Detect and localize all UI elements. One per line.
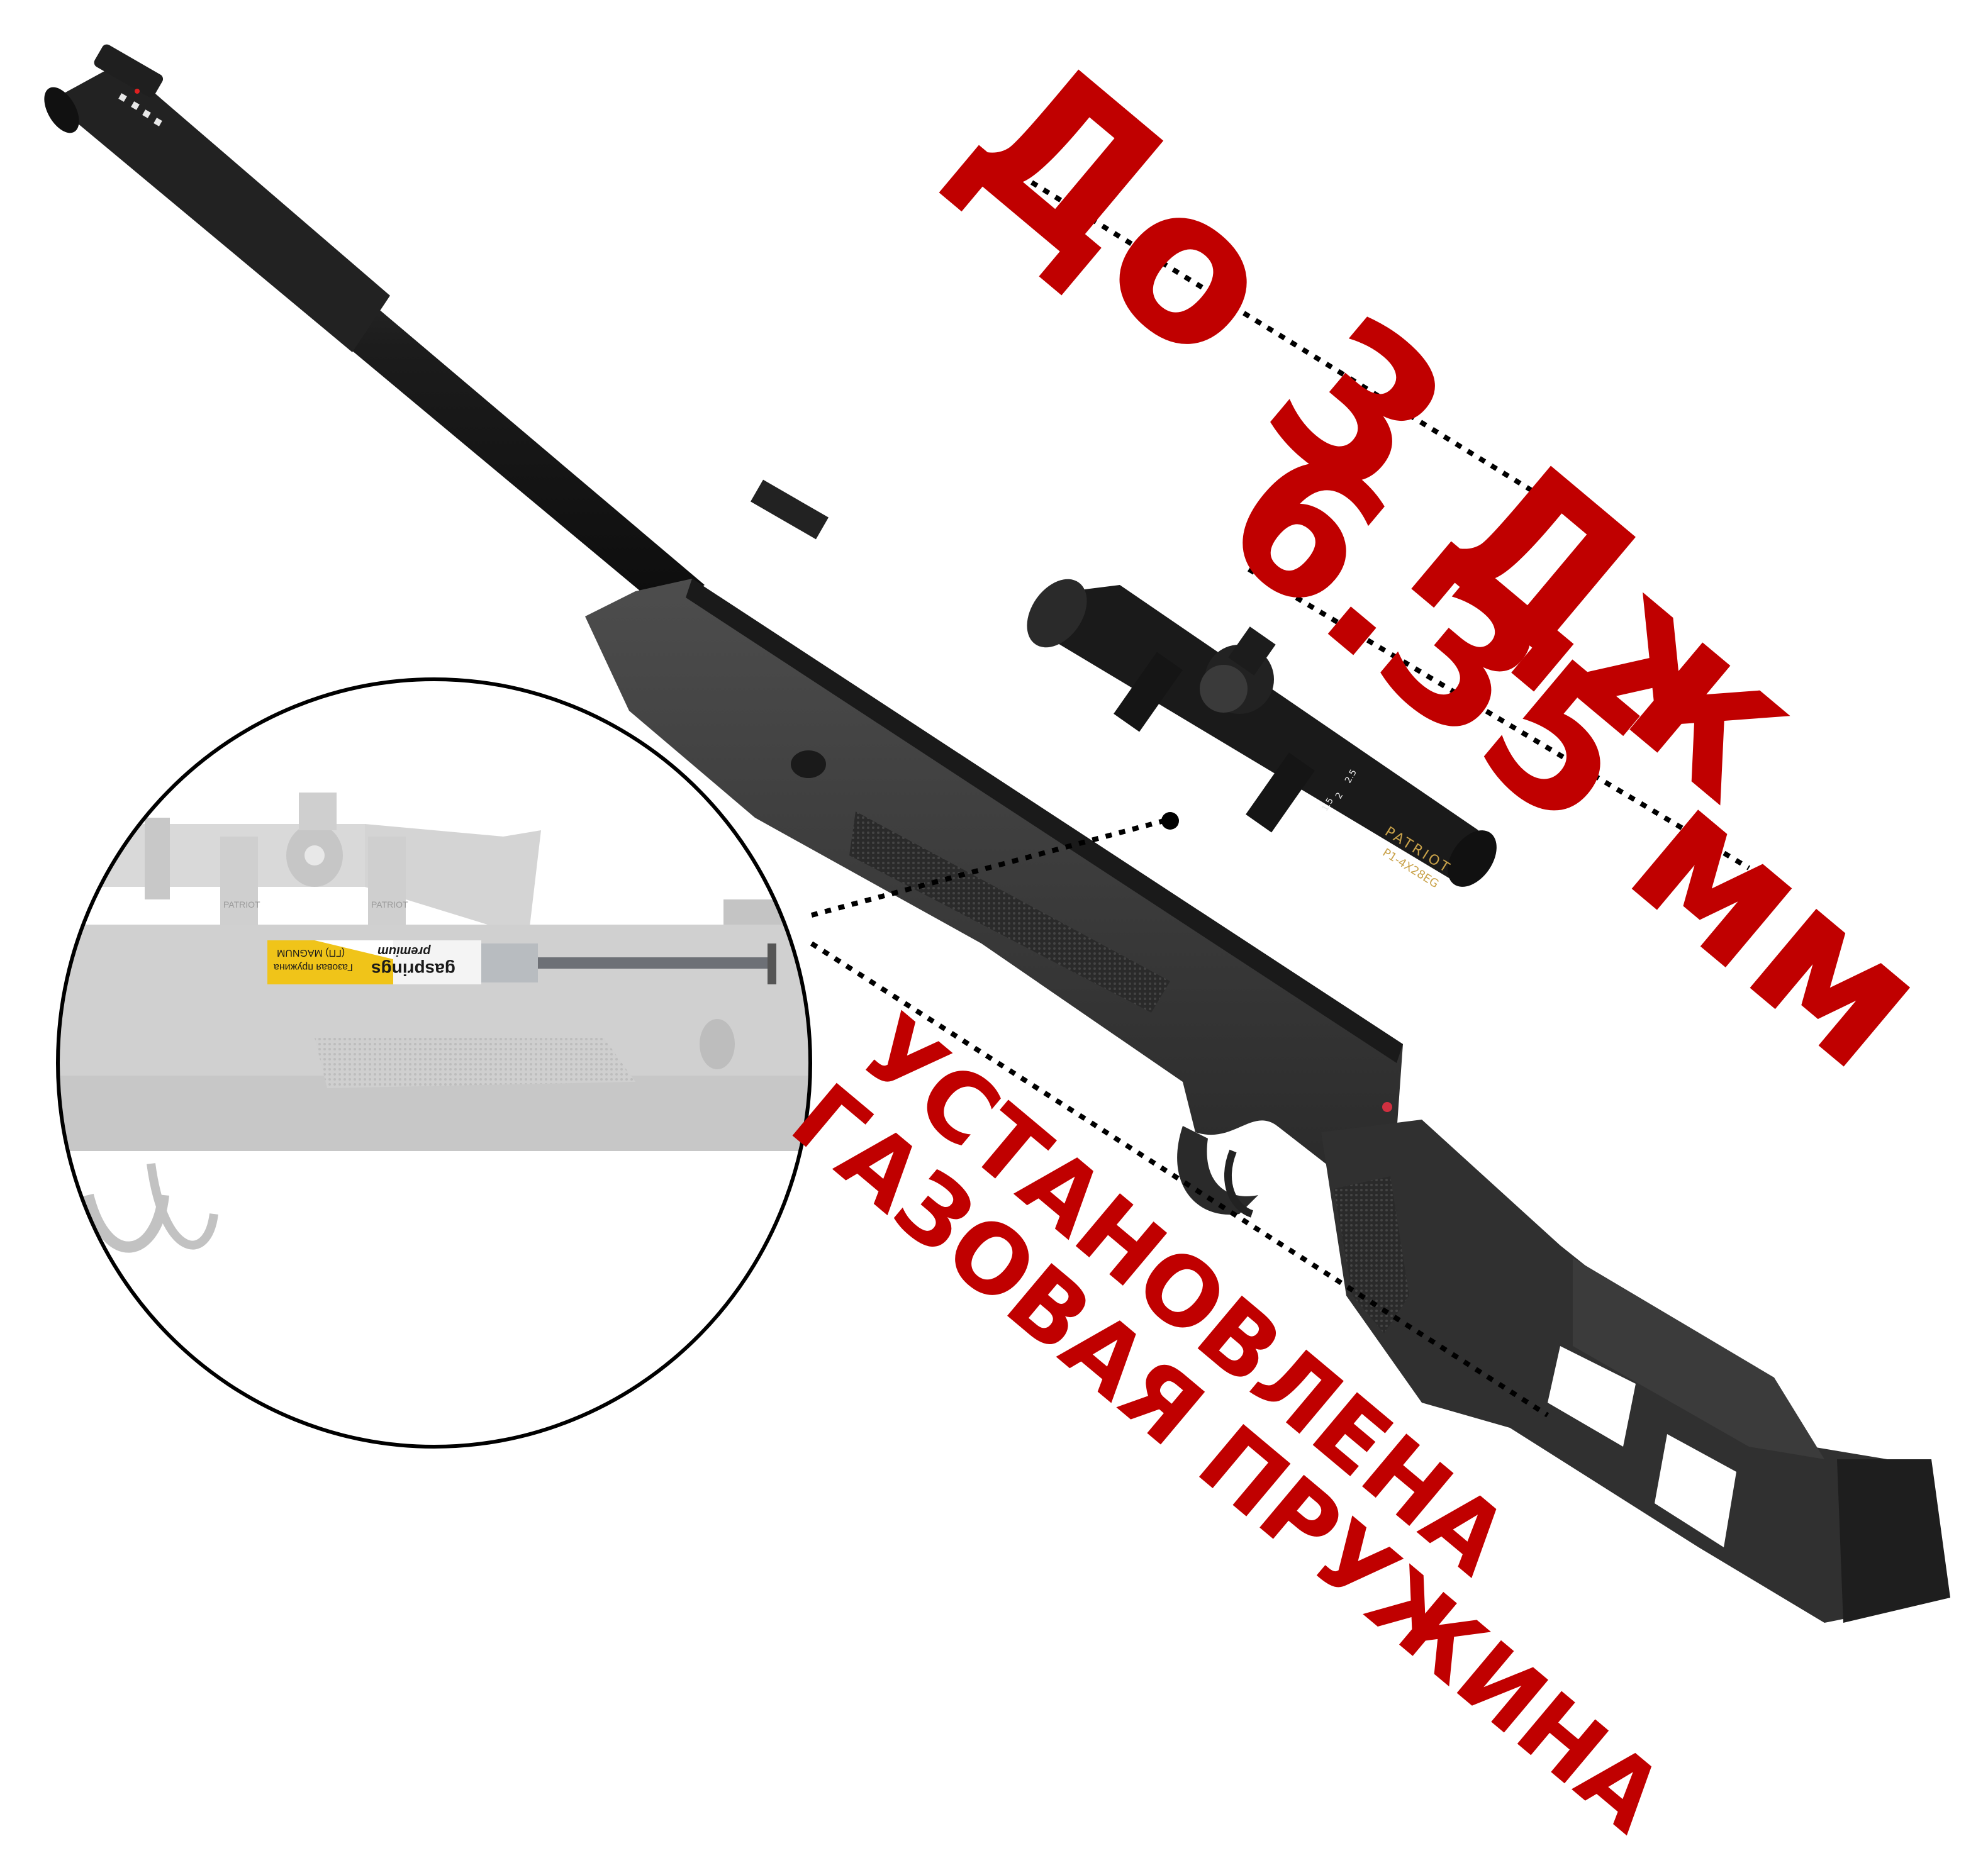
rifle-illustration xyxy=(44,44,1950,1623)
gas-spring-brand: gasprings xyxy=(371,960,455,979)
stock xyxy=(585,479,1950,1623)
callout-lines xyxy=(810,180,1751,1418)
inset-mount-brand-right: PATRIOT xyxy=(371,899,408,910)
gas-spring-model: (ГП) MAGNUM xyxy=(277,947,345,958)
inset-border xyxy=(56,677,812,1449)
gas-spring-description: Газовая пружина xyxy=(274,962,353,972)
callout-point xyxy=(1161,812,1179,830)
muzzle-brake xyxy=(44,44,390,352)
scope xyxy=(1027,579,1497,887)
inset-mount-brand-left: PATRIOT xyxy=(223,899,260,910)
gas-spring-tier: premium xyxy=(377,944,431,958)
barrel xyxy=(44,44,705,613)
inset-magnifier xyxy=(56,677,812,1449)
